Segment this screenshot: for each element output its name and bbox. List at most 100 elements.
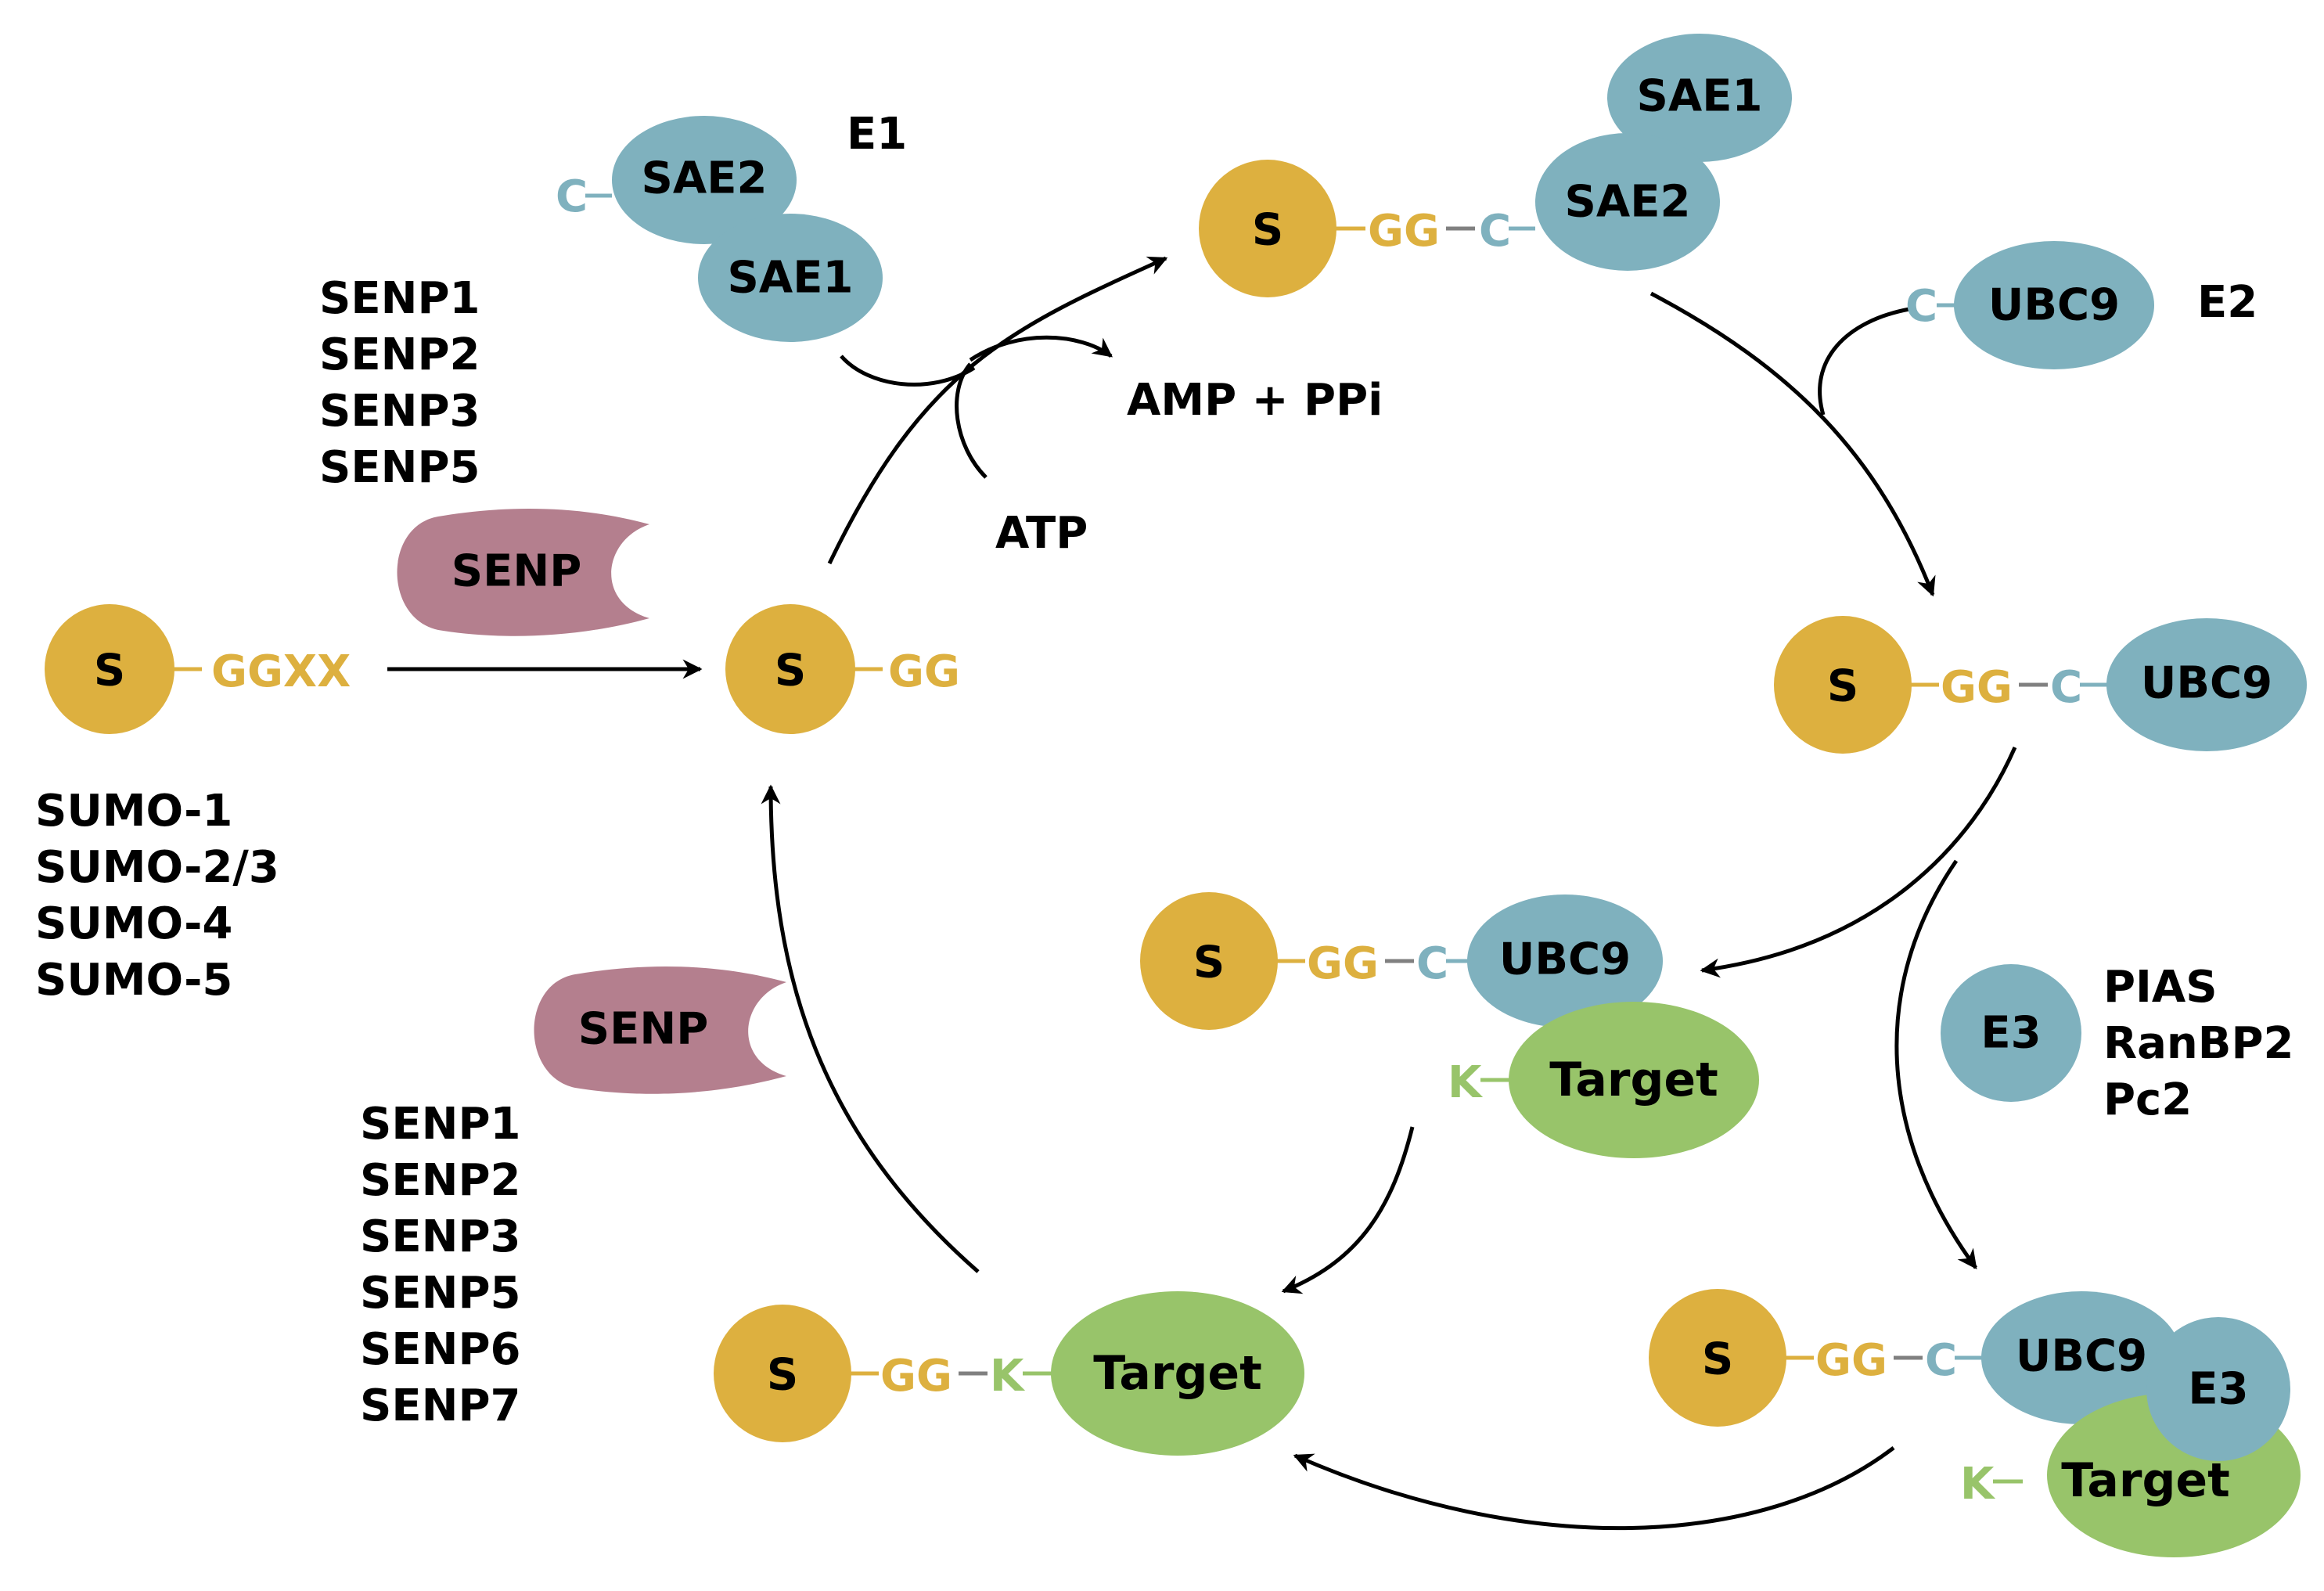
deconjugation-arrow [761, 784, 980, 1273]
ubc9-enzyme [1467, 894, 1663, 1028]
e3-ligase-free: E3 PIAS RanBP2 Pc2 [1941, 962, 2293, 1125]
sumo-isoform: SUMO-4 [35, 898, 232, 949]
e2-label: E2 [2197, 277, 2257, 328]
e3-label: E3 [1980, 1008, 2041, 1059]
e2-enzyme-free: C UBC9 E2 [1905, 241, 2257, 369]
sae1-label: SAE1 [1637, 71, 1763, 122]
sumo-label: S [1193, 938, 1225, 988]
e3-complex-arrow [1293, 1446, 1895, 1531]
ubc9-enzyme [2106, 618, 2307, 751]
gg-tail: GG [1307, 938, 1379, 989]
sae1-label: SAE1 [728, 253, 854, 304]
senp-list-item: SENP7 [360, 1380, 520, 1431]
gg-tail: GG [888, 646, 960, 697]
gg-tail: GG [880, 1351, 952, 1402]
senp-protease-top: SENP [397, 509, 649, 636]
senp-maturation-list: SENP1 SENP2 SENP3 SENP5 [319, 273, 480, 493]
sumo-ball [714, 1305, 851, 1442]
e3-enzyme [1941, 964, 2081, 1102]
amp-ppi-label: AMP + PPi [1127, 375, 1383, 426]
senp-deconjugation-list: SENP1 SENP2 SENP3 SENP5 SENP6 SENP7 [360, 1099, 520, 1431]
e1-label: E1 [847, 109, 907, 160]
sumo-label: S [1702, 1334, 1733, 1385]
sumo-mature: S GG [725, 604, 960, 734]
sae2-subunit [612, 116, 797, 244]
cysteine-label: C [1905, 281, 1937, 332]
ggxx-tail: GGXX [211, 646, 351, 697]
senp-list-item: SENP2 [360, 1155, 520, 1206]
transthioesterification-arrow [1649, 291, 1936, 597]
e3-list-item: PIAS [2103, 962, 2218, 1013]
sumo-target-conjugate: S GG K Target [714, 1291, 1304, 1456]
lysine-label: K [1960, 1459, 1996, 1510]
senp-label: SENP [578, 1004, 709, 1055]
ubc9-enzyme [1981, 1291, 2182, 1424]
target-label: Target [1549, 1053, 1718, 1107]
target-label: Target [2061, 1453, 2230, 1508]
atp-label: ATP [995, 508, 1088, 559]
senp-protease-bottom: SENP [534, 966, 786, 1094]
e2-to-e3-arrow [1894, 859, 1978, 1270]
target-complex-arrow [1281, 1126, 1415, 1294]
e2-to-target-arrow [1700, 746, 2017, 978]
sumo-isoform: SUMO-2/3 [35, 842, 279, 893]
target-protein [1051, 1291, 1304, 1456]
ubc9-join-curve [1818, 307, 1910, 416]
cysteine-label: C [1416, 938, 1448, 989]
atp-input-curve [955, 362, 988, 479]
gg-tail: GG [1368, 206, 1440, 257]
sae2-label: SAE2 [642, 153, 768, 204]
e1-join-curve [840, 355, 976, 387]
sumo-isoform: SUMO-1 [35, 786, 232, 837]
ubc9-enzyme [1954, 241, 2154, 369]
senp-list-item: SENP6 [360, 1324, 520, 1375]
e3-enzyme [2146, 1317, 2290, 1461]
senp-list-item: SENP1 [319, 273, 480, 324]
cysteine-label: C [1925, 1335, 1957, 1386]
sae1-subunit [1607, 34, 1792, 162]
lysine-label: K [990, 1351, 1026, 1402]
sumo-label: S [94, 646, 125, 697]
sae2-subunit [1535, 133, 1720, 271]
gg-tail: GG [1815, 1335, 1887, 1386]
amp-ppi-arrow [969, 335, 1113, 362]
reaction-arrows [387, 256, 2017, 1531]
senp-list-item: SENP2 [319, 329, 480, 380]
e1-enzyme-free: C SAE2 SAE1 E1 [556, 109, 907, 342]
cysteine-label: C [556, 171, 588, 222]
sumo-ball [45, 604, 174, 734]
target-label: Target [1093, 1346, 1262, 1401]
activation-arrow [827, 256, 1168, 565]
sumo-ball [1140, 892, 1278, 1030]
sae1-subunit [698, 214, 883, 342]
sumo-ball [1774, 616, 1912, 754]
senp-list-item: SENP1 [360, 1099, 520, 1150]
ubc9-label: UBC9 [2016, 1331, 2147, 1382]
sumo-label: S [775, 646, 806, 697]
cysteine-label: C [2050, 662, 2082, 713]
senp-list-item: SENP5 [319, 442, 480, 493]
sumo-isoform: SUMO-5 [35, 955, 232, 1006]
sae2-label: SAE2 [1565, 177, 1691, 228]
e3-list-item: RanBP2 [2103, 1018, 2293, 1069]
sumo-isoform-list: SUMO-1 SUMO-2/3 SUMO-4 SUMO-5 [35, 786, 279, 1006]
ubc9-label: UBC9 [2141, 658, 2272, 709]
ubc9-label: UBC9 [1988, 280, 2120, 331]
senp-list-item: SENP3 [360, 1211, 520, 1262]
gg-tail: GG [1941, 662, 2013, 713]
cysteine-label: C [1479, 206, 1511, 257]
sumo-label: S [1827, 661, 1858, 712]
senp-list-item: SENP5 [360, 1268, 520, 1319]
lysine-label: K [1448, 1057, 1484, 1108]
sumo-e1-thioester: S GG C SAE1 SAE2 [1199, 34, 1792, 297]
e3-list-item: Pc2 [2103, 1074, 2192, 1125]
target-protein [1509, 1002, 1759, 1158]
sumo-label: S [1252, 205, 1283, 256]
sumo-e2-thioester: S GG C UBC9 [1774, 616, 2307, 754]
sumo-e2-target-complex: S GG C UBC9 Target K [1140, 892, 1759, 1158]
sumo-ball [1199, 160, 1336, 297]
sumo-ball [1649, 1289, 1786, 1427]
sumo-e2-e3-target-complex: S GG C UBC9 E3 Target K [1649, 1289, 2301, 1557]
senp-list-item: SENP3 [319, 386, 480, 437]
